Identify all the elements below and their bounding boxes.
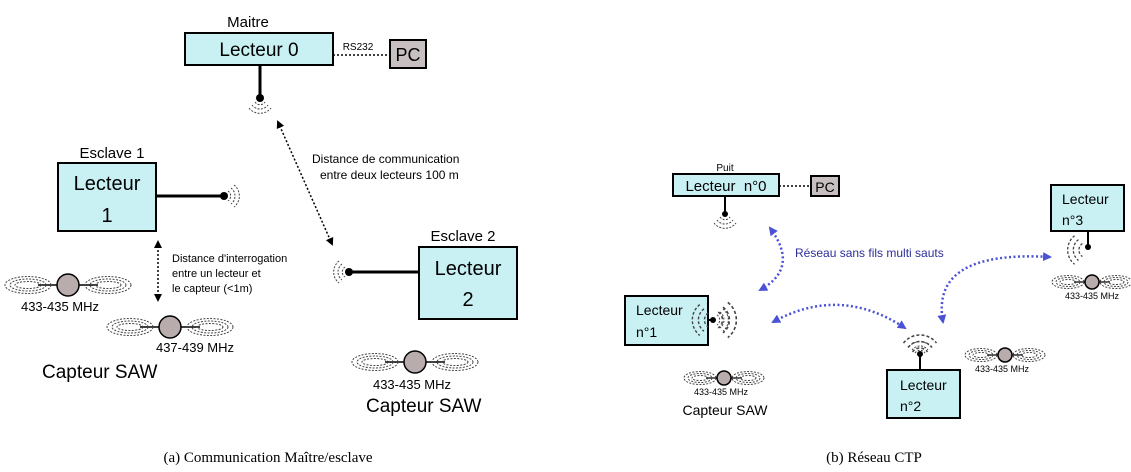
- caption-a: (a) Communication Maître/esclave: [163, 450, 372, 466]
- r-lecteur-3-box: [1050, 184, 1125, 232]
- r-lecteur-0-wave-icon: [713, 216, 737, 229]
- interrogation-line1: Distance d'interrogation: [172, 253, 287, 265]
- r-lecteur-2-wave-icon: [902, 334, 938, 354]
- r-lecteur-2-box: [886, 369, 961, 419]
- lecteur-2-box: [418, 246, 518, 320]
- r-lecteur-3-label-line1: Lecteur: [1062, 191, 1109, 207]
- esclave-1-label: Esclave 1: [79, 145, 144, 162]
- lecteur-1-label-line2: 1: [101, 205, 112, 227]
- comm-distance-line1: Distance de communication: [312, 152, 459, 166]
- r-lecteur-1-label-line2: n°1: [636, 324, 657, 340]
- saw-sensor-icon-2: [106, 315, 234, 339]
- r-lecteur-2-label-line2: n°2: [900, 398, 921, 414]
- r-saw-sensor-icon-2: [964, 347, 1046, 363]
- pc-box: [389, 39, 427, 69]
- r-lecteur-3-wave-icon: [1067, 235, 1084, 265]
- network-arrow-0-1: [758, 226, 785, 292]
- r-lecteur-2-label-line1: Lecteur: [900, 377, 947, 393]
- lecteur-2-wave-icon: [333, 260, 346, 284]
- capteur-saw-label-left: Capteur SAW: [42, 362, 158, 383]
- lecteur-1-label-line1: Lecteur: [74, 173, 141, 195]
- lecteur-0-wave-icon: [248, 101, 272, 114]
- r-saw-sensor-icon-3: [1051, 274, 1131, 290]
- comm-distance-arrow: [276, 120, 334, 246]
- r-capteur-saw-label: Capteur SAW: [682, 402, 768, 418]
- comm-distance-line2: entre deux lecteurs 100 m: [320, 168, 459, 182]
- r-lecteur-0-antenna-tip: [722, 211, 728, 217]
- lecteur-0-antenna-tip: [256, 94, 264, 102]
- interrogation-line2: entre un lecteur et: [172, 268, 261, 280]
- rs232-label: RS232: [343, 42, 374, 53]
- caption-b: (b) Réseau CTP: [826, 450, 922, 466]
- r-lecteur-3-antenna-tip: [1085, 244, 1091, 250]
- lecteur-2-label-line2: 2: [462, 289, 473, 311]
- r-lecteur-1-label-line1: Lecteur: [636, 302, 683, 318]
- lecteur-0-box: [184, 32, 334, 66]
- r-lecteur-3-label-line2: n°3: [1062, 212, 1083, 228]
- r-lecteur-0-label: Lecteur n°0: [685, 178, 766, 195]
- interrogation-line3: le capteur (<1m): [172, 283, 252, 295]
- maitre-label: Maitre: [227, 14, 269, 31]
- lecteur-1-antenna-tip: [220, 192, 228, 200]
- lecteur-2-label-line1: Lecteur: [435, 258, 502, 280]
- r-lecteur-1-box: [624, 295, 709, 346]
- lecteur-0-label: Lecteur 0: [219, 40, 298, 61]
- pc-label: PC: [395, 45, 420, 65]
- lecteur-2-antenna-tip: [345, 268, 353, 276]
- esclave-2-label: Esclave 2: [430, 228, 495, 245]
- r-lecteur-1-antenna-tip: [710, 317, 716, 323]
- lecteur-1-wave-icon: [227, 184, 240, 208]
- r-pc-box: [810, 175, 840, 197]
- sensor-2-frequency: 437-439 MHz: [156, 340, 234, 355]
- network-arrow-1-2: [771, 303, 907, 330]
- network-label: Réseau sans fils multi sauts: [795, 246, 944, 260]
- network-arrow-2-3: [937, 252, 1052, 324]
- puit-label: Puit: [716, 163, 733, 174]
- r-sensor-2-frequency: 433-435 MHz: [975, 364, 1030, 374]
- panel-master-slave: Maitre Lecteur 0 RS232 PC Distance de co…: [4, 14, 518, 466]
- sensor-3-frequency: 433-435 MHz: [373, 377, 451, 392]
- capteur-saw-label-right: Capteur SAW: [366, 396, 482, 417]
- saw-sensor-icon-3: [351, 350, 479, 374]
- r-saw-sensor-icon-1: [683, 370, 765, 386]
- r-sensor-3-frequency: 433-435 MHz: [1065, 291, 1120, 301]
- panel-ctp-network: Puit Lecteur n°0 PC Réseau sans fils mul…: [624, 163, 1131, 466]
- sensor-1-frequency: 433-435 MHz: [21, 299, 99, 314]
- r-sensor-1-frequency: 433-435 MHz: [694, 387, 749, 397]
- saw-sensor-icon-1: [4, 273, 132, 297]
- r-pc-label: PC: [815, 179, 834, 195]
